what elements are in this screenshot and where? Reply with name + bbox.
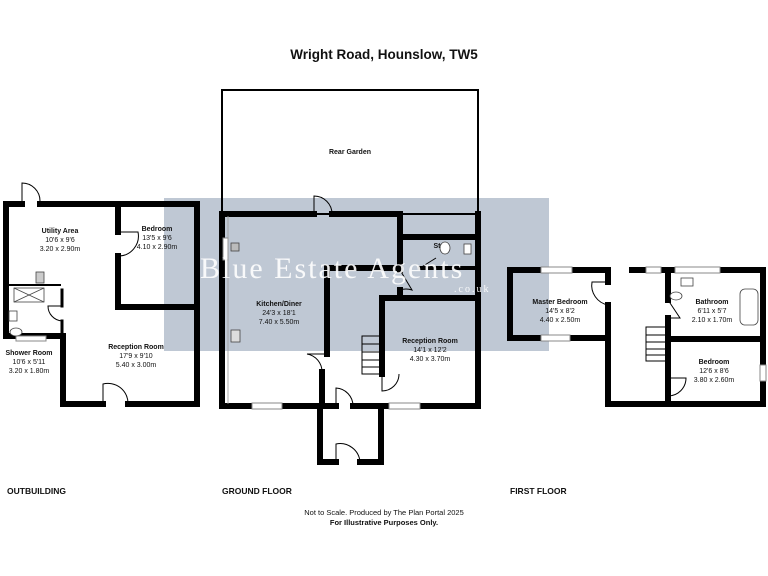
- plan-title: Wright Road, Hounslow, TW5: [290, 47, 478, 62]
- footer-disclaimer: Not to Scale. Produced by The Plan Porta…: [304, 508, 464, 517]
- room-label-bathroom: Bathroom 6'11 x 5'7 2.10 x 1.70m: [691, 299, 733, 324]
- basin-ground: [463, 243, 472, 255]
- appliance: [35, 271, 45, 284]
- windows: [15, 237, 767, 410]
- floor-label-ground: GROUND FLOOR: [222, 486, 292, 496]
- bath: [739, 288, 759, 326]
- outbuilding-walls: [3, 201, 200, 407]
- room-label-reception-room-ground: Reception Room 14'1 x 12'2 4.30 x 3.70m: [402, 338, 458, 363]
- room-label-reception-room-outbuilding: Reception Room 17'9 x 9'10 5.40 x 3.00m: [108, 344, 164, 369]
- toilet-first: [669, 291, 683, 301]
- doors: [21, 182, 687, 463]
- floor-label-first: FIRST FLOOR: [510, 486, 567, 496]
- kitchen-sink: [230, 242, 240, 252]
- watermark-domain: .co.uk: [454, 284, 491, 295]
- room-label-shower-room: Shower Room 10'6 x 5'11 3.20 x 1.80m: [5, 350, 53, 375]
- room-label-storage: St: [433, 243, 441, 250]
- hob: [230, 329, 241, 343]
- room-label-master-bedroom: Master Bedroom 14'5 x 8'2 4.40 x 2.50m: [532, 299, 588, 324]
- toilet: [9, 327, 23, 337]
- room-label-rear-garden: Rear Garden: [328, 149, 372, 156]
- toilet-ground: [439, 241, 451, 255]
- room-label-bedroom-first: Bedroom 12'6 x 8'6 3.80 x 2.60m: [693, 359, 735, 384]
- rear-garden-outline: [221, 89, 479, 215]
- fixtures: [8, 216, 759, 404]
- room-label-kitchen-diner: Kitchen/Diner 24'3 x 18'1 7.40 x 5.50m: [256, 301, 302, 326]
- basin: [8, 310, 18, 322]
- first-floor-walls: [507, 267, 766, 407]
- footer-illustrative: For Illustrative Purposes Only.: [329, 518, 439, 527]
- floor-label-outbuilding: OUTBUILDING: [7, 486, 67, 496]
- watermark-text: Blue Estate Agents: [200, 252, 465, 285]
- basin-first: [680, 277, 694, 287]
- room-label-utility-area: Utility Area 10'6 x 9'6 3.20 x 2.90m: [39, 228, 81, 253]
- stairs: [361, 326, 667, 375]
- room-label-bedroom-outbuilding: Bedroom 13'5 x 9'6 4.10 x 2.90m: [136, 226, 178, 251]
